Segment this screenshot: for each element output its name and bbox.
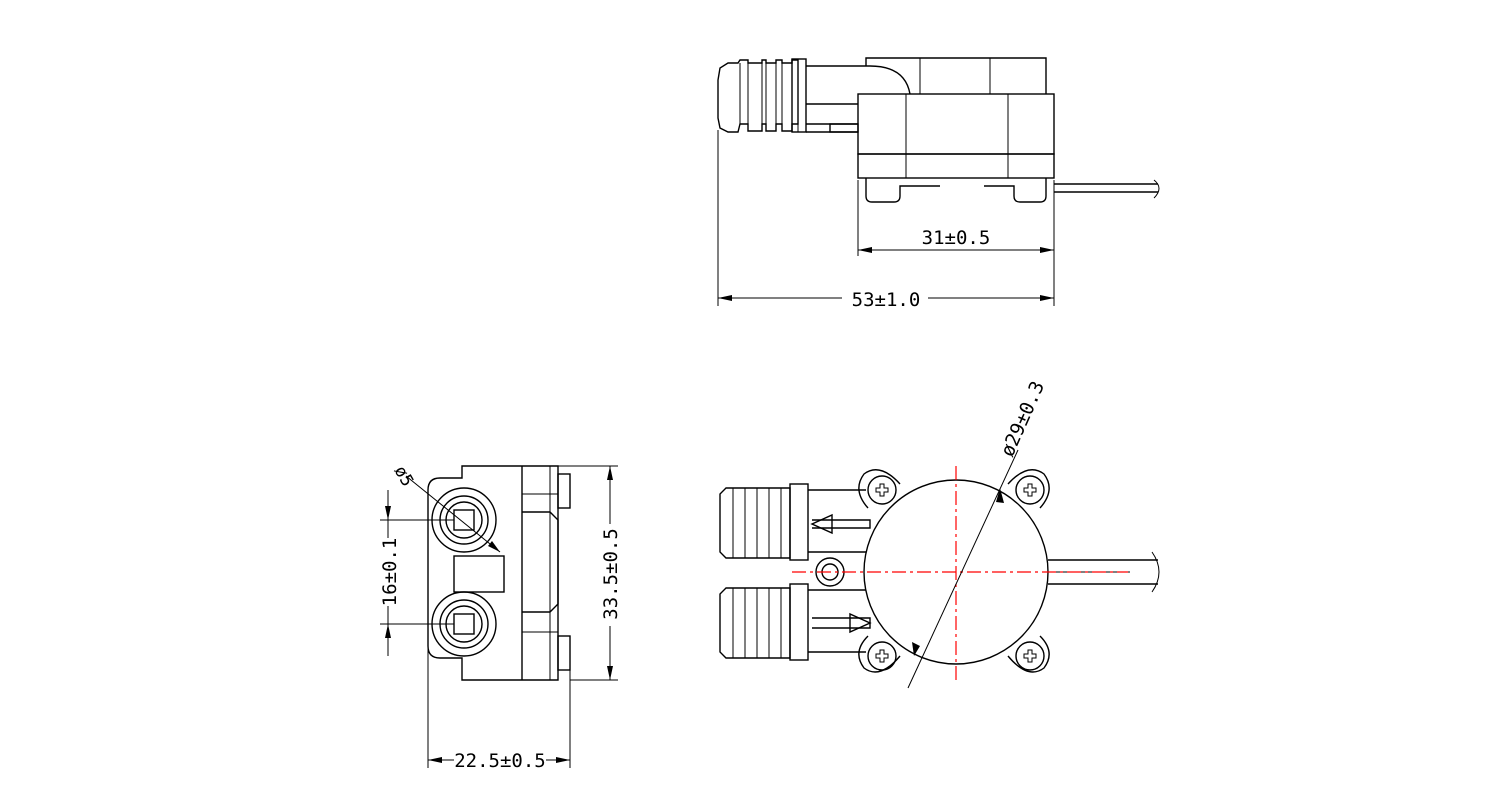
screw-bottom-right: [1015, 641, 1045, 671]
dim-port-diameter: ø5: [390, 463, 418, 491]
dim-body-diameter: ø29±0.3: [996, 378, 1049, 460]
top-view: 31±0.5 53±1.0: [717, 57, 1160, 311]
front-view: ø29±0.3: [719, 378, 1160, 689]
dim-side-height: 33.5±0.5: [600, 528, 622, 620]
side-view: ø5 16±0.1 33.5±0.5 22.5±0.5: [379, 463, 622, 773]
dim-top-overall-length: 53±1.0: [852, 289, 921, 311]
lower-barb: [719, 583, 872, 661]
upper-barb: [719, 483, 871, 561]
dim-top-inner-width: 31±0.5: [922, 227, 991, 249]
screw-bottom-left: [867, 641, 897, 671]
dim-side-port-spacing: 16±0.1: [379, 538, 401, 607]
screw-top-right: [1015, 475, 1045, 505]
screw-top-left: [867, 475, 897, 505]
dim-side-width: 22.5±0.5: [454, 750, 546, 772]
